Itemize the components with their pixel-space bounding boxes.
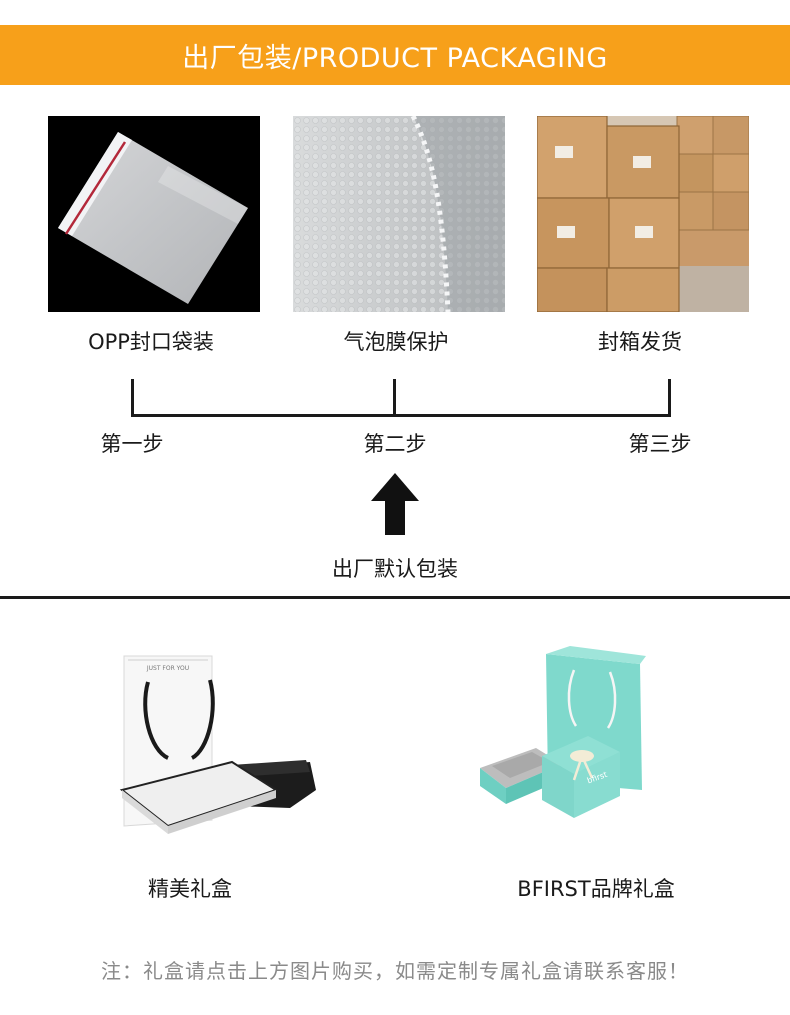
step-label-opp: OPP封口袋装 (88, 330, 214, 354)
up-arrow-icon (371, 473, 419, 535)
timeline-tick-3 (668, 379, 671, 417)
step-number-1: 第一步 (100, 432, 164, 456)
bfirst-gift-box-photo[interactable]: bfirst (470, 640, 690, 840)
timeline-tick-2 (393, 379, 396, 417)
section-divider (0, 596, 790, 599)
step-number-3: 第三步 (628, 432, 692, 456)
banner-title: 出厂包装/PRODUCT PACKAGING (182, 42, 608, 74)
just-for-you-text: JUST FOR YOU (146, 665, 189, 672)
timeline-line (131, 414, 671, 417)
step-label-ship: 封箱发货 (598, 330, 682, 354)
step-label-bubble: 气泡膜保护 (343, 330, 449, 354)
cardboard-boxes-photo (537, 116, 749, 312)
default-packaging-label: 出厂默认包装 (332, 557, 458, 581)
footer-note: 注：礼盒请点击上方图片购买，如需定制专属礼盒请联系客服！ (101, 959, 689, 983)
gift-label-bfirst: BFIRST品牌礼盒 (517, 877, 675, 901)
gift-label-white: 精美礼盒 (148, 877, 232, 901)
bubble-wrap-photo (293, 116, 505, 312)
white-gift-box-photo[interactable]: JUST FOR YOU (100, 640, 320, 840)
step-number-2: 第二步 (363, 432, 427, 456)
timeline-tick-1 (131, 379, 134, 417)
opp-bag-photo (48, 116, 260, 312)
section-banner: 出厂包装/PRODUCT PACKAGING (0, 25, 790, 85)
